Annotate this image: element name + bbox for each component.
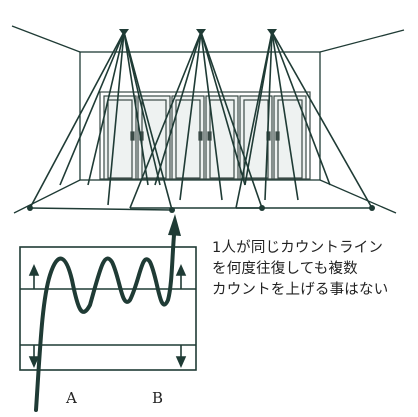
sensor-2-icon [196, 29, 206, 36]
doors [99, 91, 311, 180]
person-path [34, 214, 181, 412]
sensors [27, 29, 375, 213]
floor-node-3 [259, 205, 265, 211]
count-line-box [19, 246, 197, 371]
direction-arrows [28, 264, 187, 368]
zigzag-trajectory [34, 233, 176, 412]
sensor-1-beams [29, 31, 173, 211]
floor-node-4 [369, 205, 375, 211]
sensor-1-icon [119, 29, 129, 36]
door-2 [137, 95, 171, 180]
count-area-frame [19, 246, 197, 371]
label-a: A [65, 389, 77, 407]
caption-line-3: カウントを上げる事はない [212, 282, 389, 298]
ceiling-edge-right [319, 29, 405, 53]
floor-node-1 [27, 205, 33, 211]
path-arrowhead [168, 214, 181, 236]
explanation-caption: 1人が同じカウントライン を何度往復しても複数 カウントを上げる事はない [212, 238, 416, 301]
door-1 [103, 95, 137, 180]
floor-edge-left [13, 179, 81, 214]
label-b: B [152, 389, 163, 407]
sensor-beams [29, 31, 373, 211]
caption-line-2: を何度往復しても複数 [212, 261, 358, 277]
sensor-3-icon [267, 29, 277, 36]
floor-node-2 [169, 207, 175, 213]
ceiling-edge-left [11, 25, 81, 53]
floor-edge-right [319, 179, 397, 214]
sensor-3-beams [235, 31, 373, 209]
sensor-2-beams [129, 31, 263, 209]
caption-line-1: 1人が同じカウントライン [212, 240, 384, 256]
